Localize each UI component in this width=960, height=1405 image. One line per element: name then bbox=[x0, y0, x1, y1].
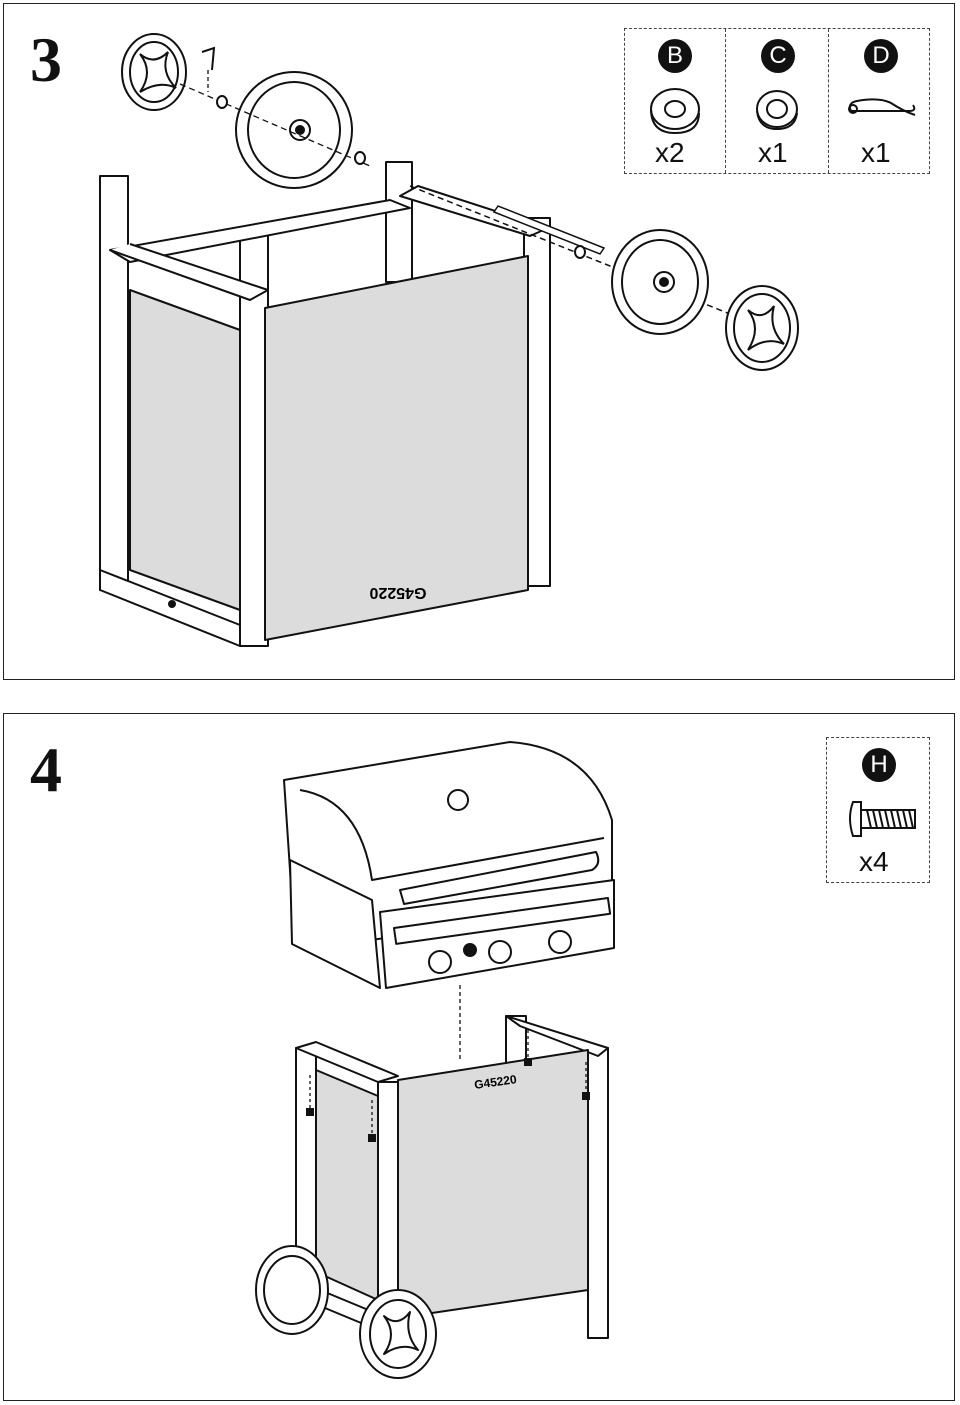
part-c-badge: C bbox=[761, 39, 795, 73]
top-rail-back bbox=[109, 199, 411, 263]
pin-clip-top bbox=[201, 46, 216, 71]
part-b-badge: B bbox=[658, 39, 692, 73]
step-4-parts-box: H x4 bbox=[826, 737, 930, 883]
rear-left-leg bbox=[385, 161, 413, 283]
step-3-number: 3 bbox=[30, 24, 62, 95]
side-panel bbox=[129, 289, 241, 611]
rear-panel bbox=[264, 255, 529, 641]
part-b-qty: x2 bbox=[655, 137, 685, 168]
part-h-cell: H x4 bbox=[827, 738, 931, 882]
part-c-qty: x1 bbox=[758, 137, 788, 168]
part-h-qty: x4 bbox=[859, 846, 889, 877]
step-3-cart-label: G45220 bbox=[369, 584, 426, 601]
top-rail-right bbox=[399, 185, 549, 237]
step-4-panel bbox=[3, 713, 955, 1401]
part-h-badge: H bbox=[862, 748, 896, 782]
part-d-badge: D bbox=[864, 39, 898, 73]
washer-b-right bbox=[574, 245, 586, 259]
top-rail-left bbox=[109, 243, 269, 301]
bottom-rail bbox=[99, 569, 241, 647]
step-4-number: 4 bbox=[30, 734, 62, 805]
washer-b-left bbox=[216, 95, 228, 109]
front-left-leg bbox=[99, 175, 129, 591]
axle-rod bbox=[492, 205, 606, 255]
washer-c-left bbox=[354, 151, 366, 165]
part-d-qty: x1 bbox=[861, 137, 891, 168]
step-3-illustration: G45220 bbox=[99, 33, 799, 647]
